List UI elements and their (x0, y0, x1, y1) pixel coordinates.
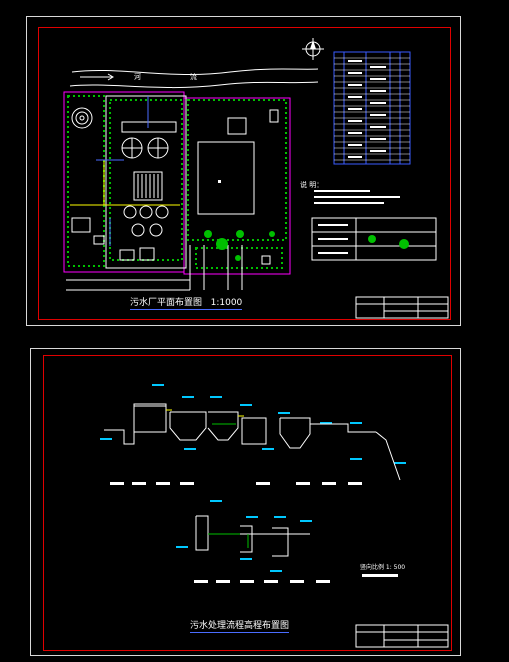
circular-tank (71, 107, 93, 129)
sheet-plan (26, 16, 461, 326)
site-boundary-right (183, 97, 291, 275)
profile-title: 污水处理流程高程布置图 (190, 618, 290, 633)
equipment-table-rows (334, 57, 410, 161)
plan-title-block (355, 296, 449, 319)
river-label-1: 河 (134, 73, 141, 81)
symbol-legend (311, 217, 437, 261)
aeration-tank (133, 171, 163, 201)
plan-title: 污水厂平面布置图 1:1000 (130, 295, 243, 310)
large-basin (197, 141, 255, 215)
profile-title-block (355, 624, 449, 648)
profile-scale: 竖向比例 1: 500 (360, 564, 406, 571)
profile-structures (104, 403, 401, 557)
equipment-table (333, 51, 411, 165)
sheet-profile (30, 348, 461, 656)
hedge-right (187, 99, 287, 241)
river-bank-bottom (69, 81, 319, 89)
river-label-2: 流 (190, 73, 197, 81)
river-bank-top (71, 68, 319, 76)
notes-label: 说 明： (300, 181, 324, 189)
sheet-plan-frame (38, 27, 451, 320)
north-arrow-icon (302, 38, 324, 60)
sheet-profile-frame (43, 355, 452, 651)
